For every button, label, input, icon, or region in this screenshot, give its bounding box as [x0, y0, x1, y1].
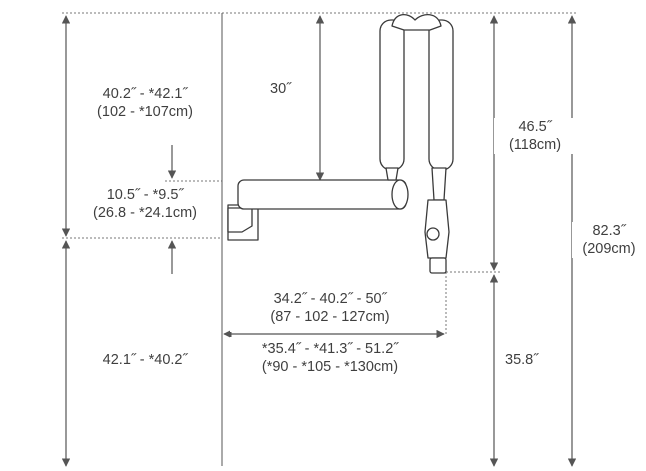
- cone: [429, 257, 447, 274]
- arm-thickness-metric: (26.8 - *24.1cm): [93, 205, 197, 221]
- reach-alt-metric: (*90 - *105 - *130cm): [261, 359, 399, 375]
- reach-value: 34.2˝ - 40.2˝ - 50˝: [273, 291, 387, 307]
- floor-height-label: 35.8˝: [505, 352, 539, 368]
- upper-height-value: 40.2˝ - *42.1˝: [102, 86, 188, 102]
- upper-height-metric: (102 - *107cm): [97, 104, 193, 120]
- total-height-value: 82.3˝: [592, 223, 626, 239]
- head-height-metric: (118cm): [508, 137, 562, 153]
- arm-drop-label: 30˝: [270, 81, 291, 97]
- reach-alt-label: *35.4˝ - *41.3˝ - 51.2˝ (*90 - *105 - *1…: [232, 340, 428, 376]
- reach-metric: (87 - 102 - 127cm): [270, 309, 390, 325]
- head-height-label: 46.5˝ (118cm): [494, 118, 576, 154]
- top-joint: [391, 14, 442, 31]
- arm-thickness-value: 10.5˝ - *9.5˝: [106, 187, 184, 203]
- arm-thickness-label: 10.5˝ - *9.5˝ (26.8 - *24.1cm): [70, 186, 220, 222]
- reference-dotted-lines: [62, 12, 578, 335]
- lower-height-label: 42.1˝ - *40.2˝: [102, 352, 188, 368]
- dimension-arrows: [61, 15, 577, 467]
- horizontal-arm: [237, 179, 407, 210]
- reach-label: 34.2˝ - 40.2˝ - 50˝ (87 - 102 - 127cm): [232, 290, 428, 326]
- right-vertical-arm: [428, 19, 454, 171]
- total-height-label: 82.3˝ (209cm): [572, 222, 646, 258]
- x-ray-device: [227, 14, 454, 274]
- head-height-value: 46.5˝: [518, 119, 552, 135]
- left-vertical-arm: [379, 19, 405, 171]
- total-height-metric: (209cm): [582, 241, 636, 257]
- reach-alt-value: *35.4˝ - *41.3˝ - 51.2˝: [261, 341, 399, 357]
- upper-height-label: 40.2˝ - *42.1˝ (102 - *107cm): [70, 85, 220, 121]
